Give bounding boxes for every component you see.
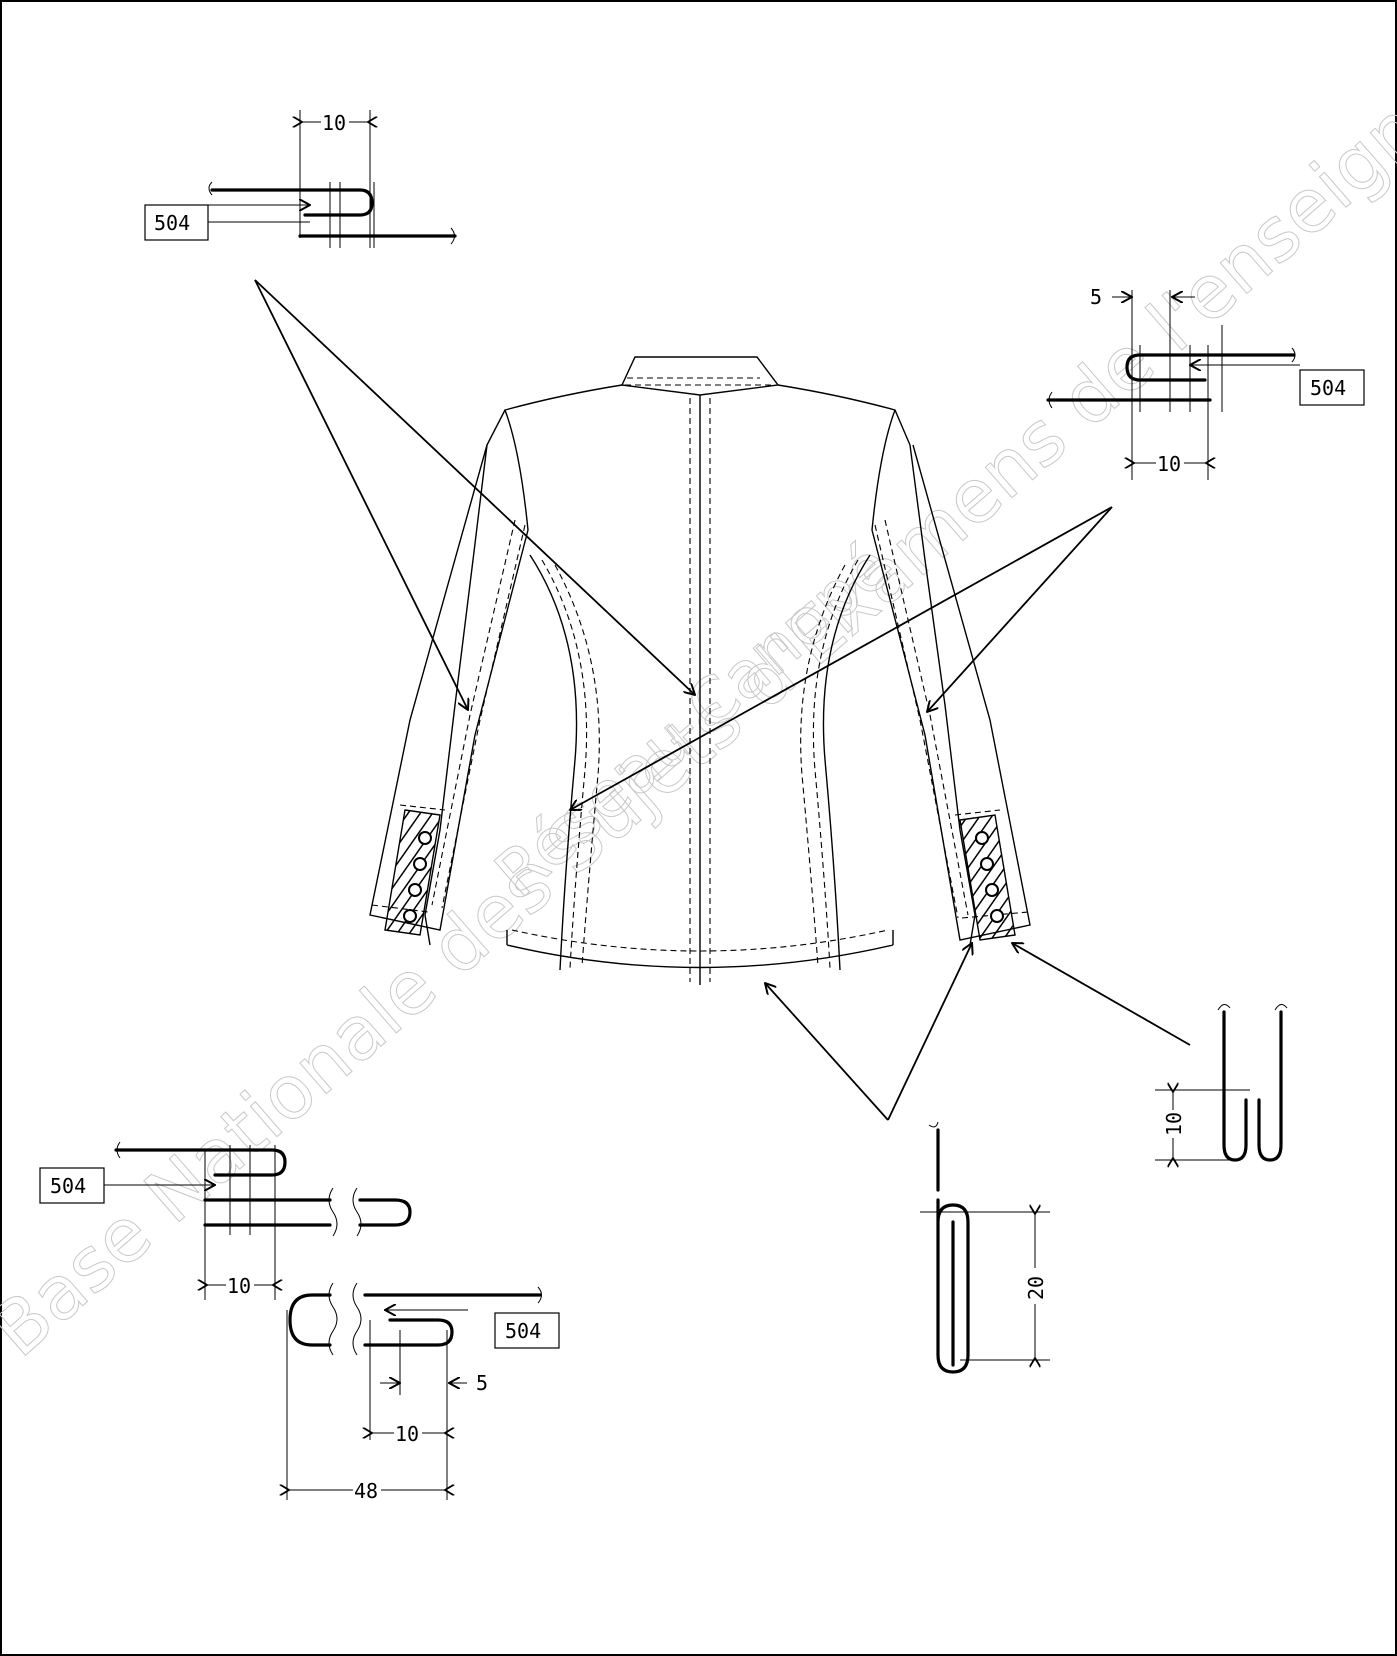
stitch-label: 504 — [505, 1319, 541, 1343]
stitch-label-box — [1299, 369, 1365, 406]
left-sleeve-vent — [384, 804, 446, 936]
dim-10-label: 10 — [322, 111, 346, 135]
watermark: Base Nationale des Sujets d'Examens de l… — [0, 0, 1397, 1374]
right-sleeve-vent — [954, 809, 1016, 941]
stitch-label: 504 — [50, 1174, 86, 1198]
detail-sleeve-hem: 10 — [1155, 1004, 1288, 1160]
stitch-label-box — [144, 204, 209, 241]
dim-48-label: 48 — [354, 1479, 378, 1503]
right-sleeve — [871, 409, 1031, 941]
dim-5-label: 5 — [1090, 285, 1102, 309]
jacket-body-outline — [424, 384, 976, 946]
stitch-label: 504 — [1310, 376, 1346, 400]
dim-5-label: 5 — [476, 1371, 488, 1395]
dim-10-label: 10 — [227, 1274, 251, 1298]
detail-sleeve-vent: 504 10 504 5 10 — [39, 1141, 560, 1503]
jacket-collar — [620, 356, 780, 396]
dim-10-label: 10 — [1157, 452, 1181, 476]
leader-arrows — [254, 279, 1191, 1121]
detail-side-seam: 504 5 10 — [1046, 285, 1365, 480]
dim-10-label: 10 — [395, 1422, 419, 1446]
detail-hem: 20 — [920, 1121, 1050, 1374]
stitch-label: 504 — [154, 211, 190, 235]
watermark-line2: Réseau Canopé — [482, 530, 906, 912]
stitch-label-box — [494, 1312, 560, 1349]
stitch-label-box — [39, 1167, 105, 1204]
detail-center-back-seam: 504 10 — [144, 109, 457, 248]
left-sleeve — [369, 409, 529, 931]
dim-20-label: 20 — [1024, 1276, 1048, 1300]
dim-10-label: 10 — [1162, 1112, 1186, 1136]
